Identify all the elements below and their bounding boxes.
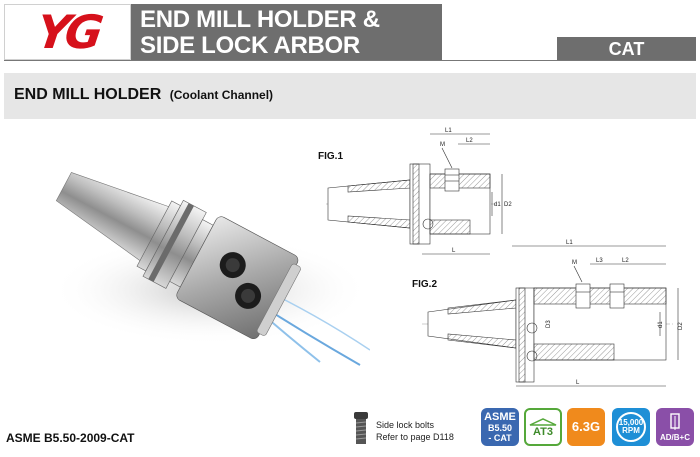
header-divider (4, 60, 696, 61)
coolant-badge-text: AD/B+C (659, 433, 690, 442)
max-rpm-badge: 15,000 RPM (612, 408, 650, 446)
rpm-ring: 15,000 RPM (616, 412, 646, 442)
fig2-dim-l1: L1 (566, 240, 573, 246)
brand-logo: YG (4, 4, 131, 60)
fig2-dim-l3: L3 (596, 258, 603, 264)
asme-standard-badge: ASME B5.50 - CAT (481, 408, 519, 446)
at3-taper-badge: AT3 (524, 408, 562, 446)
section-title: END MILL HOLDER (14, 86, 162, 103)
fig2-dim-d2: D2 (678, 322, 684, 330)
taper-icon (529, 418, 557, 426)
logo-wordmark: YG (33, 5, 102, 59)
balance-badge-text: 6.3G (571, 419, 601, 434)
coolant-type-badge: AD/B+C (656, 408, 694, 446)
category-tab: CAT (557, 37, 696, 61)
asme-badge-line-2: B5.50 (487, 423, 513, 433)
rpm-unit: RPM (622, 426, 640, 435)
fig2-dim-m: M (572, 260, 577, 266)
page-title: END MILL HOLDER & SIDE LOCK ARBOR (131, 4, 442, 60)
product-photo (50, 172, 370, 366)
fig2-label: FIG.2 (412, 279, 438, 290)
rpm-value: 15,000 (618, 418, 644, 427)
fig1-dim-l: L (452, 248, 456, 254)
fig2-drawing: L1 L3 L2 M D3 d1 D2 L (422, 240, 684, 387)
fig1-dim-m: M (440, 142, 445, 148)
fig1-dim-d1: d1 (494, 202, 501, 208)
fig2-dim-l: L (576, 380, 580, 386)
coolant-holder-icon (670, 413, 680, 430)
bolt-reference-note: Side lock bolts Refer to page D118 (376, 419, 454, 443)
asme-badge-line-1: ASME (484, 411, 516, 423)
bolt-note-line-1: Side lock bolts (376, 420, 435, 430)
side-lock-bolt-icon (354, 412, 368, 444)
fig1-dim-l1: L1 (445, 128, 452, 134)
title-line-1: END MILL HOLDER & (140, 6, 380, 33)
spec-standard: ASME B5.50-2009-CAT (6, 431, 135, 445)
title-line-2: SIDE LOCK ARBOR (140, 32, 360, 59)
fig1-dim-l2: L2 (466, 138, 473, 144)
at3-badge-text: AT3 (533, 426, 553, 438)
section-subtitle: (Coolant Channel) (169, 88, 274, 102)
section-header: END MILL HOLDER (Coolant Channel) (4, 73, 696, 119)
fig1-dim-d2: D2 (504, 202, 512, 208)
fig2-dim-d3: D3 (546, 320, 552, 328)
fig1-label: FIG.1 (318, 151, 344, 162)
fig2-dim-l2: L2 (622, 258, 629, 264)
fig1-drawing: L1 L2 M d1 D2 L (326, 128, 512, 255)
bolt-note-line-2: Refer to page D118 (376, 432, 454, 442)
fig2-dim-d1: d1 (658, 321, 664, 328)
asme-badge-line-3: - CAT (488, 433, 512, 443)
balance-grade-badge: 6.3G (567, 408, 605, 446)
